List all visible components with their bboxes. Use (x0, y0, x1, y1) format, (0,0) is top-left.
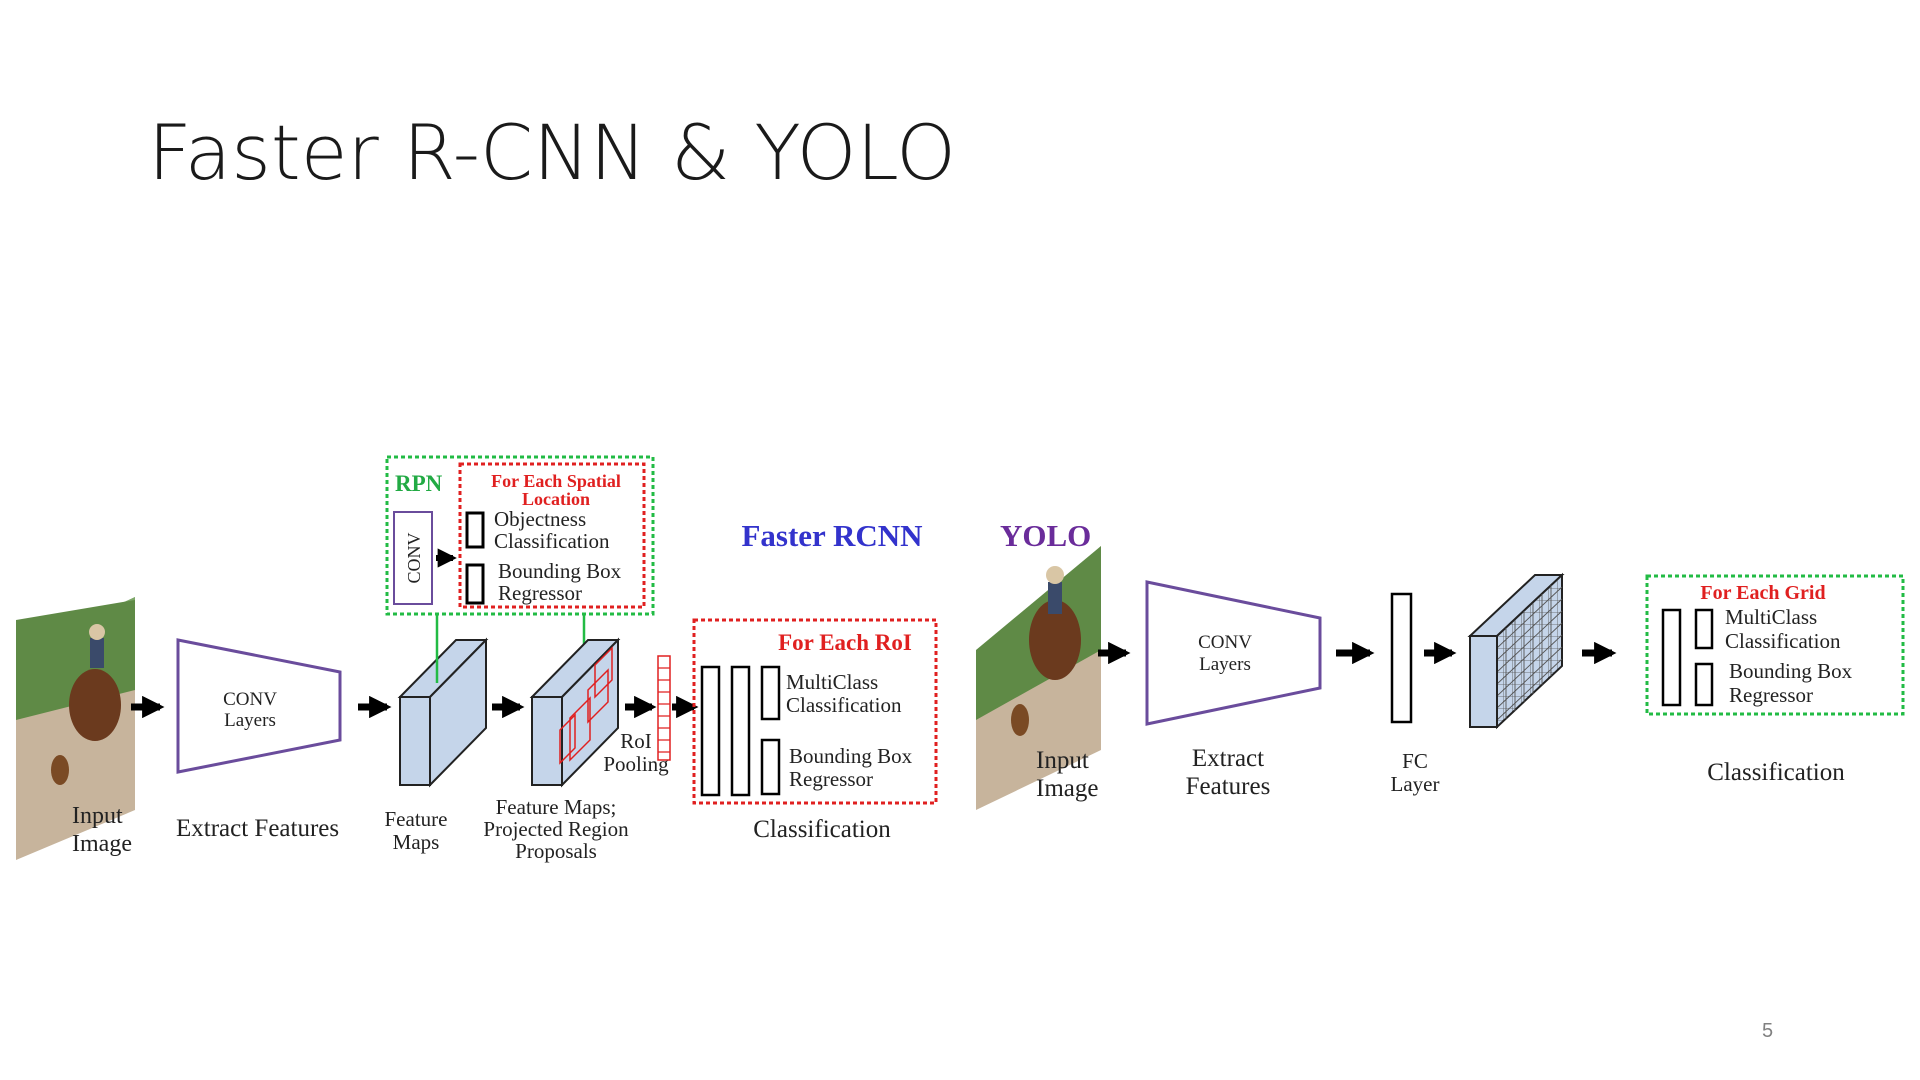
roi-multiclass-label-2: Classification (786, 693, 902, 717)
faster-rcnn-classification-label: Classification (753, 816, 891, 843)
grid-multiclass-label-2: Classification (1725, 629, 1841, 653)
yolo-input-label-1: Input (1036, 747, 1089, 774)
grid-box-title: For Each Grid (1700, 582, 1825, 604)
rpn-bbox-label-2: Regressor (498, 581, 582, 605)
spatial-location-box (458, 462, 646, 609)
roi-classification-box (692, 618, 938, 805)
faster-rcnn-conv-label-1: CONV (223, 689, 277, 710)
roi-bbox-label-2: Regressor (789, 767, 873, 791)
yolo-fc-label-2: Layer (1391, 772, 1440, 796)
grid-fc-layer (1661, 608, 1682, 707)
region-proposal (559, 713, 576, 765)
roi-label-2: Pooling (603, 752, 669, 776)
yolo-extract-label-2: Features (1186, 773, 1271, 800)
grid-multiclass-block (1694, 608, 1714, 650)
roi-bbox-block (760, 738, 781, 796)
faster-rcnn-input-image (16, 597, 135, 860)
yolo-extract-label-1: Extract (1192, 745, 1264, 772)
rpn-bbox-block (465, 563, 485, 605)
yolo-heading: YOLO (1000, 518, 1091, 553)
rpn-conv-block (393, 511, 433, 605)
faster-rcnn-conv-label-2: Layers (224, 710, 276, 731)
grid-bbox-block (1694, 662, 1714, 707)
objectness-block (465, 511, 485, 549)
roi-label-1: RoI (620, 729, 652, 753)
roi-fc-layer-2 (730, 665, 751, 797)
yolo-conv-label-1: CONV (1198, 632, 1252, 653)
yolo-input-image (976, 546, 1101, 810)
proposals-label-2: Projected Region (483, 817, 629, 841)
rpn-conv-label: CONV (404, 532, 424, 583)
faster-rcnn-heading: Faster RCNN (741, 518, 922, 553)
feature-maps-label-1: Feature (385, 807, 448, 831)
feature-maps-label-2: Maps (393, 830, 440, 854)
faster-rcnn-conv-block (176, 638, 342, 774)
spatial-title-1: For Each Spatial (491, 471, 621, 491)
proposals-label-1: Feature Maps; (496, 795, 617, 819)
rpn-box (385, 455, 655, 616)
grid-bbox-label-2: Regressor (1729, 683, 1813, 707)
rpn-bbox-label-1: Bounding Box (498, 559, 622, 583)
region-proposal (569, 696, 591, 762)
proposals-label-3: Proposals (515, 839, 597, 863)
grid-bbox-label-1: Bounding Box (1729, 659, 1853, 683)
faster-rcnn-section: Input Image CONV Layers Extract Features… (16, 455, 938, 863)
objectness-label-2: Classification (494, 529, 610, 553)
faster-rcnn-input-label-2: Image (72, 831, 132, 857)
yolo-fc-label-1: FC (1402, 749, 1428, 773)
page-number: 5 (1762, 1020, 1774, 1042)
feature-maps-block (397, 637, 489, 788)
slide-title: Faster R-CNN & YOLO (148, 108, 956, 197)
yolo-input-label-2: Image (1036, 775, 1098, 802)
faster-rcnn-input-label-1: Input (72, 803, 123, 829)
rpn-title: RPN (395, 471, 443, 496)
proposal-feature-maps-block (529, 637, 621, 788)
roi-box-title: For Each RoI (778, 630, 912, 655)
spatial-title-2: Location (522, 489, 590, 509)
region-proposal (594, 646, 613, 699)
yolo-fc-layer (1390, 592, 1413, 724)
roi-fc-layer-1 (700, 665, 721, 797)
roi-multiclass-block (760, 665, 781, 721)
roi-bbox-label-1: Bounding Box (789, 744, 913, 768)
yolo-conv-label-2: Layers (1199, 654, 1251, 675)
grid-classification-box (1645, 574, 1905, 716)
yolo-grid-tensor (1467, 572, 1565, 730)
grid-multiclass-label-1: MultiClass (1725, 605, 1817, 629)
objectness-label-1: Objectness (494, 507, 586, 531)
roi-multiclass-label-1: MultiClass (786, 670, 878, 694)
faster-rcnn-extract-label: Extract Features (176, 815, 339, 842)
yolo-section: YOLO Input Image CONV Layers Extract Fea… (976, 518, 1905, 810)
yolo-classification-label: Classification (1707, 759, 1845, 786)
yolo-conv-block (1145, 580, 1322, 726)
region-proposal (587, 668, 609, 724)
roi-pooling-strip (657, 655, 671, 761)
